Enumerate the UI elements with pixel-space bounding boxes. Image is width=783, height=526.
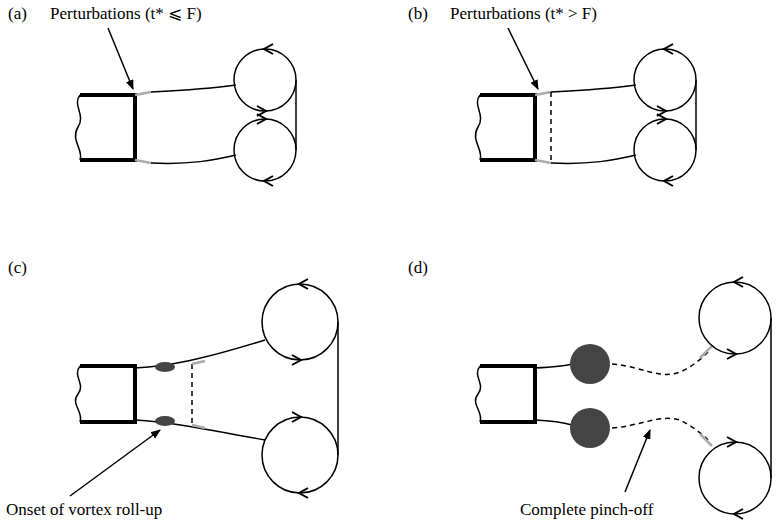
panel-letter: (c)	[8, 258, 27, 278]
annotation-text: Complete pinch-off	[520, 500, 653, 520]
panel-letter: (d)	[408, 258, 428, 278]
annotation-text: Perturbations (t* > F)	[450, 4, 597, 24]
annotation-text: Onset of vortex roll-up	[6, 500, 162, 520]
annotation-text: Perturbations (t* ⩽ F)	[50, 4, 202, 24]
panel-letter: (b)	[408, 4, 428, 24]
panel-letter: (a)	[8, 4, 27, 24]
